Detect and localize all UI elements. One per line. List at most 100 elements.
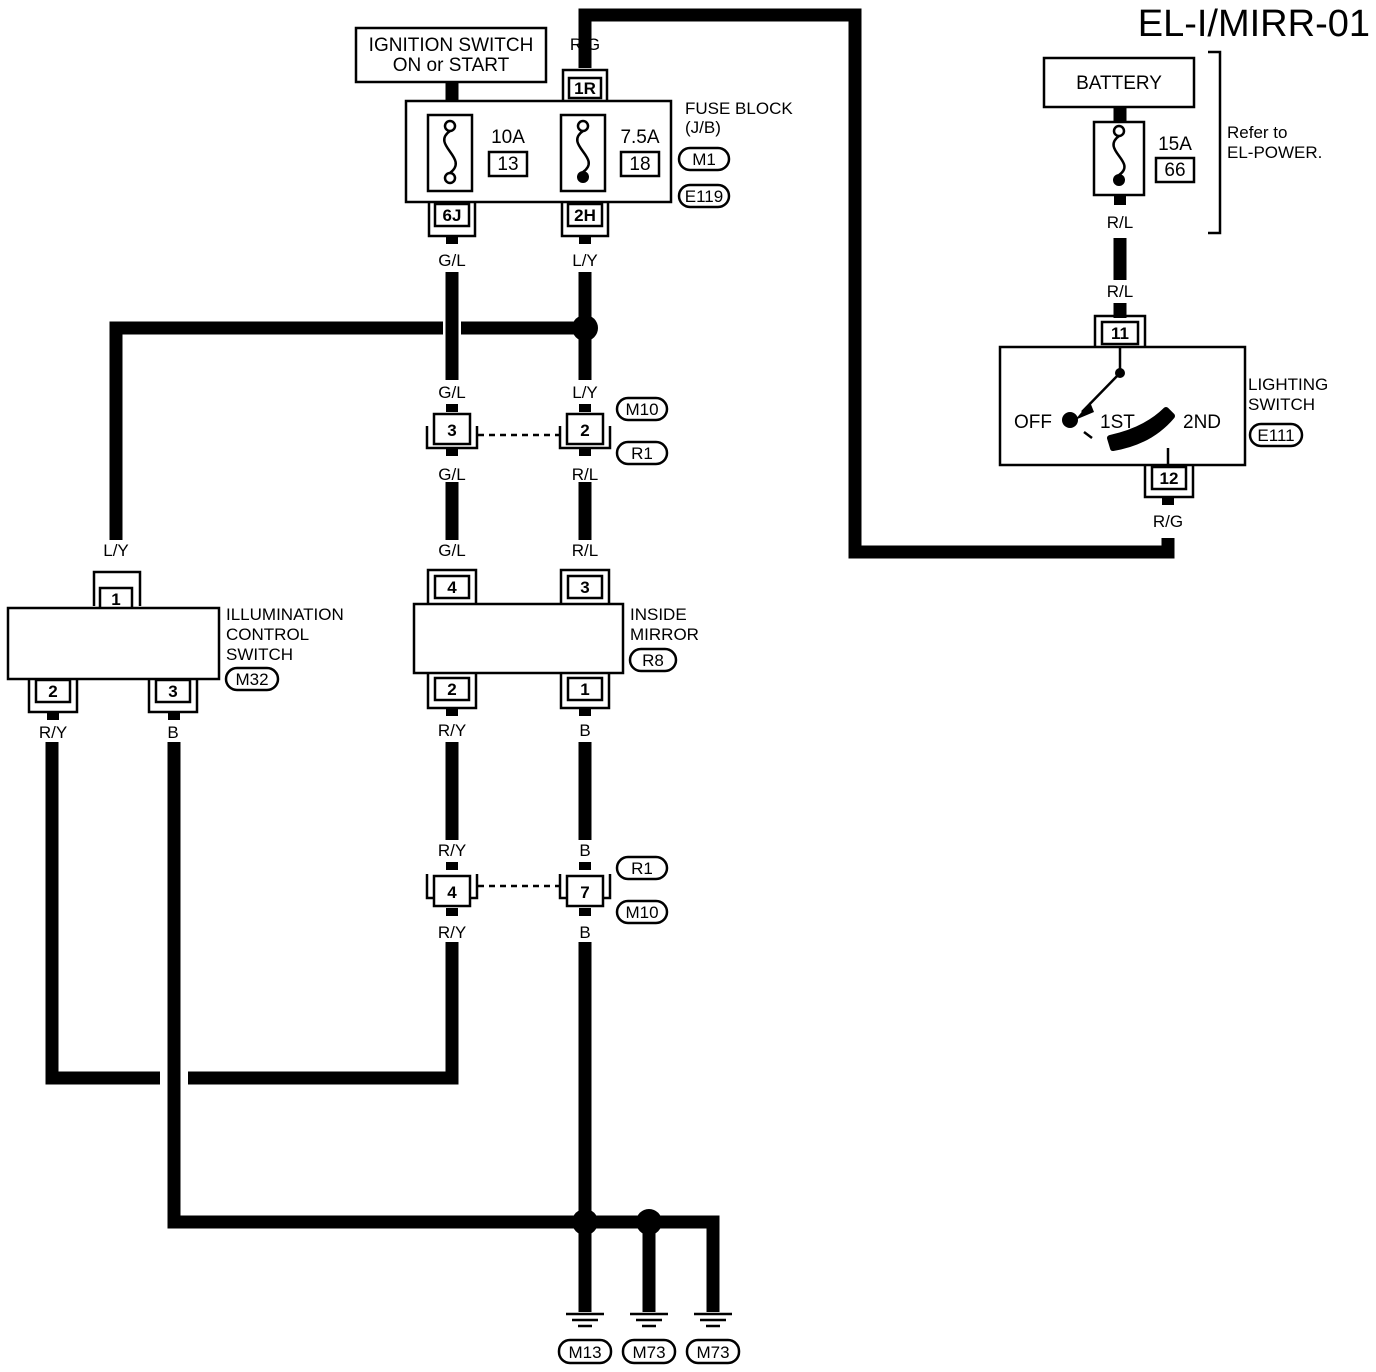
fuse-10a-rating: 10A bbox=[491, 127, 525, 148]
connector-tag-m1: M1 bbox=[692, 150, 716, 169]
battery-note-1: Refer to bbox=[1227, 123, 1287, 142]
wire-color-ly-1: L/Y bbox=[572, 251, 598, 270]
wire-color-ry-ics: R/Y bbox=[39, 723, 67, 742]
joint-upper-right-pin: 2 bbox=[580, 421, 589, 440]
lighting-switch: 11 OFF 1ST 2ND 12 R/G LIGHTING SWITCH E1… bbox=[998, 314, 1328, 531]
ics-terminal-3: 3 bbox=[168, 682, 177, 701]
page-title: EL-I/MIRR-01 bbox=[1138, 3, 1370, 45]
wire-color-b-1: B bbox=[579, 721, 590, 740]
battery-bracket bbox=[1208, 50, 1222, 235]
ground-symbol-2 bbox=[630, 1312, 668, 1328]
wire-color-gl-4: G/L bbox=[438, 541, 465, 560]
lighting-terminal-12: 12 bbox=[1160, 469, 1179, 488]
inside-mirror-name-2: MIRROR bbox=[630, 625, 699, 644]
connector-shell-1r bbox=[561, 68, 609, 100]
joint-lower-right-pin: 7 bbox=[580, 883, 589, 902]
ics-body bbox=[6, 606, 221, 681]
battery-box bbox=[1042, 56, 1196, 109]
wire-color-b-2: B bbox=[579, 841, 590, 860]
wire-b-2 bbox=[167, 742, 720, 1312]
grounds: B B B M13 M73 M73 bbox=[557, 1285, 741, 1365]
wire-color-ly-2: L/Y bbox=[572, 383, 598, 402]
illumination-control-switch: 1 2 3 ILLUMINATION CONTROL SWITCH M32 bbox=[6, 570, 344, 720]
mirror-terminal-1: 1 bbox=[580, 680, 589, 699]
ics-name-2: CONTROL bbox=[226, 625, 309, 644]
wire-ly-branch-left bbox=[109, 321, 443, 540]
connector-tag-m10-upper: M10 bbox=[625, 400, 658, 419]
joint-connector-lower: 4 7 R1 M10 bbox=[425, 855, 669, 925]
fuse-block: R/G 1R 10A 13 7.5A 18 FUSE BLOCK (J/B) M… bbox=[404, 35, 793, 244]
wire-color-b-ics: B bbox=[167, 723, 178, 742]
fuse-10a-number: 13 bbox=[497, 154, 518, 175]
connector-tag-m10-lower: M10 bbox=[625, 903, 658, 922]
joint-lower-left-pin: 4 bbox=[447, 883, 457, 902]
ignition-switch-label: IGNITION SWITCH bbox=[369, 35, 534, 56]
wire-color-rl-2: R/L bbox=[572, 541, 598, 560]
battery-fuse-rating: 15A bbox=[1158, 134, 1192, 155]
fuse-10a-element bbox=[443, 129, 457, 174]
ics-terminal-1: 1 bbox=[111, 590, 120, 609]
wire-color-ry-1: R/Y bbox=[438, 721, 466, 740]
connector-tag-e119: E119 bbox=[685, 187, 723, 206]
wire-color-rg-lighting: R/G bbox=[1153, 512, 1183, 531]
fuse-7-5a-number: 18 bbox=[629, 154, 650, 175]
wire-color-rl-batt-1: R/L bbox=[1107, 213, 1133, 232]
battery-label: BATTERY bbox=[1076, 73, 1162, 94]
ics-name-1: ILLUMINATION bbox=[226, 605, 344, 624]
connector-tag-r1-upper: R1 bbox=[631, 444, 653, 463]
ignition-switch: IGNITION SWITCH ON or START bbox=[354, 26, 548, 84]
lighting-position-2nd: 2ND bbox=[1183, 412, 1221, 433]
wire-color-rl-1: R/L bbox=[572, 465, 598, 484]
wire-color-b-gnd-1: B bbox=[579, 1285, 590, 1304]
wire-color-gl-2: G/L bbox=[438, 383, 465, 402]
splice-b-2 bbox=[636, 1209, 662, 1235]
lighting-position-off: OFF bbox=[1014, 412, 1052, 433]
battery: BATTERY 15A 66 Refer to EL-POWER. R/L R/… bbox=[1042, 50, 1322, 301]
ground-symbol-1 bbox=[566, 1312, 604, 1328]
ics-name-3: SWITCH bbox=[226, 645, 293, 664]
wire-color-b-3: B bbox=[579, 923, 590, 942]
splice-ly bbox=[572, 315, 598, 341]
wire-color-gl-1: G/L bbox=[438, 251, 465, 270]
wire-color-rg-top: R/G bbox=[570, 35, 600, 54]
wire-color-b-gnd-2: B bbox=[643, 1285, 654, 1304]
wire-ry-3 bbox=[45, 742, 160, 1085]
connector-tag-r1-lower: R1 bbox=[631, 859, 653, 878]
terminal-6j: 6J bbox=[443, 206, 462, 225]
wires bbox=[45, 8, 1175, 1312]
mirror-terminal-2: 2 bbox=[447, 680, 456, 699]
wire-color-gl-3: G/L bbox=[438, 465, 465, 484]
wire-rg bbox=[578, 8, 1175, 559]
fuse-7-5a-element bbox=[576, 129, 590, 174]
lighting-terminal-11: 11 bbox=[1111, 324, 1129, 343]
mirror-terminal-4: 4 bbox=[447, 578, 457, 597]
lighting-switch-name-1: LIGHTING bbox=[1248, 375, 1328, 394]
ground-tag-m73-2: M73 bbox=[696, 1343, 729, 1362]
ignition-switch-state: ON or START bbox=[393, 55, 510, 76]
connector-tag-m32: M32 bbox=[235, 670, 268, 689]
fuse-block-name: FUSE BLOCK bbox=[685, 99, 793, 118]
ground-tag-m13: M13 bbox=[568, 1343, 601, 1362]
fuse-block-jb: (J/B) bbox=[685, 118, 721, 137]
wire-color-ry-2: R/Y bbox=[438, 841, 466, 860]
mirror-terminal-3: 3 bbox=[580, 578, 589, 597]
terminal-1r: 1R bbox=[574, 79, 596, 98]
inside-mirror-name-1: INSIDE bbox=[630, 605, 687, 624]
wire-color-b-gnd-3: B bbox=[707, 1285, 718, 1304]
ground-symbol-3 bbox=[694, 1312, 732, 1328]
inside-mirror: 4 3 2 1 INSIDE MIRROR R8 bbox=[412, 568, 699, 716]
splice-b-1 bbox=[572, 1209, 598, 1235]
ics-terminal-2: 2 bbox=[48, 682, 57, 701]
wire-color-ry-3: R/Y bbox=[438, 923, 466, 942]
joint-upper-left-pin: 3 bbox=[447, 421, 456, 440]
lighting-position-1st: 1ST bbox=[1100, 412, 1135, 433]
battery-fuse-number: 66 bbox=[1164, 160, 1185, 181]
terminal-2h: 2H bbox=[574, 206, 596, 225]
lighting-switch-name-2: SWITCH bbox=[1248, 395, 1315, 414]
ground-tag-m73-1: M73 bbox=[632, 1343, 665, 1362]
battery-note-2: EL-POWER. bbox=[1227, 143, 1322, 162]
connector-tag-r8: R8 bbox=[642, 651, 664, 670]
fuse-7-5a-rating: 7.5A bbox=[620, 127, 659, 148]
wire-color-ly-3: L/Y bbox=[103, 541, 129, 560]
